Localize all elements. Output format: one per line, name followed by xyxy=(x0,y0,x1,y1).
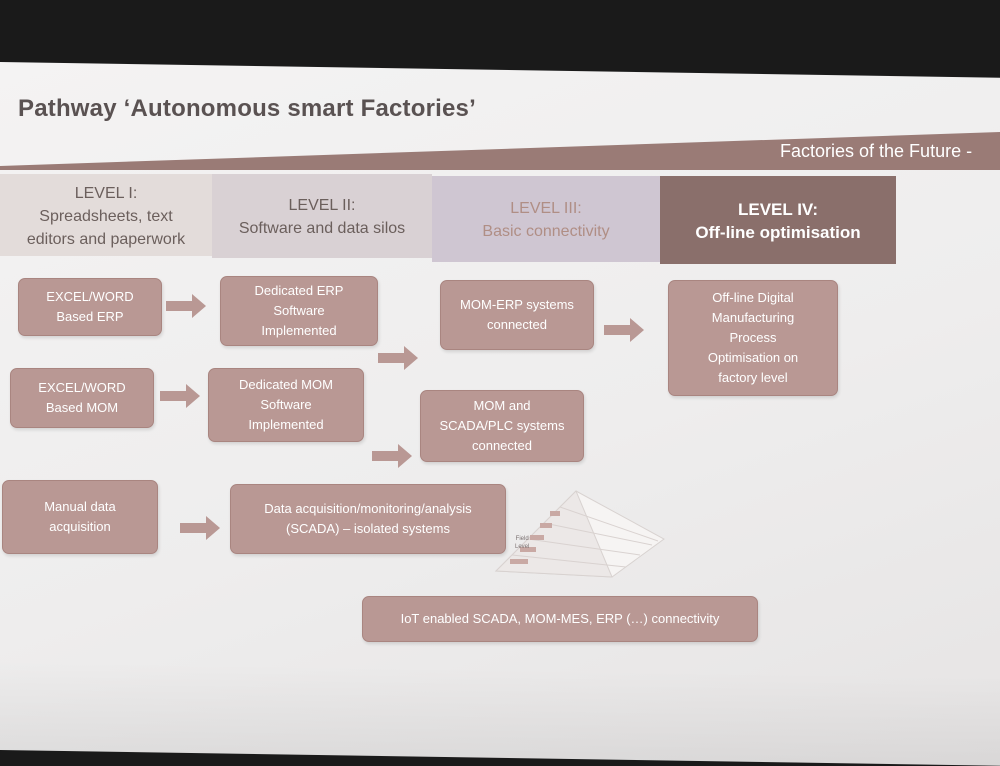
offline-line-2: Manufacturing xyxy=(711,310,795,325)
pyramid-label-line-2: Level xyxy=(515,544,530,550)
manual-data-box: Manual data acquisition xyxy=(2,480,158,554)
scada-line-1: Data acquisition/monitoring/analysis xyxy=(264,501,472,516)
pyramid-label: Field Level xyxy=(515,535,529,551)
mom-sw-line-3: Implemented xyxy=(248,417,324,432)
mom-scada-line-1: MOM and xyxy=(473,398,531,413)
dedicated-mom-box: Dedicated MOM Software Implemented xyxy=(208,368,364,442)
erp-sw-line-3: Implemented xyxy=(261,323,337,338)
mom-erp-line-2: connected xyxy=(486,317,547,332)
offline-line-4: Optimisation on xyxy=(707,350,799,365)
level-2-header: LEVEL II: Software and data silos xyxy=(212,174,432,258)
offline-line-3: Process xyxy=(729,330,777,345)
level-2-line-1: Software and data silos xyxy=(238,220,406,237)
arrow-right-icon xyxy=(372,444,412,468)
level-1-title: LEVEL I: xyxy=(74,184,138,202)
level-3-header: LEVEL III: Basic connectivity xyxy=(432,176,660,262)
excel-erp-line-1: EXCEL/WORD xyxy=(46,289,134,304)
scada-line-2: (SCADA) – isolated systems xyxy=(285,521,450,536)
offline-line-1: Off-line Digital xyxy=(712,290,794,305)
excel-erp-line-2: Based ERP xyxy=(56,309,124,324)
pyramid-label-line-1: Field xyxy=(515,536,529,542)
automation-pyramid-icon xyxy=(494,490,665,578)
mom-erp-box: MOM-ERP systems connected xyxy=(440,280,594,350)
arrow-right-icon xyxy=(180,516,220,540)
offline-optimisation-box: Off-line Digital Manufacturing Process O… xyxy=(668,280,838,396)
level-4-header: LEVEL IV: Off-line optimisation xyxy=(660,176,896,264)
mom-erp-line-1: MOM-ERP systems xyxy=(460,297,574,312)
excel-mom-line-1: EXCEL/WORD xyxy=(38,380,126,395)
mom-scada-line-3: connected xyxy=(471,438,532,453)
scada-box: Data acquisition/monitoring/analysis (SC… xyxy=(230,484,506,554)
level-1-header: LEVEL I: Spreadsheets, text editors and … xyxy=(0,174,212,256)
future-banner-label: Factories of the Future - xyxy=(780,141,973,161)
level-1-line-1: Spreadsheets, text xyxy=(39,207,173,225)
iot-line-1: IoT enabled SCADA, MOM-MES, ERP (…) conn… xyxy=(400,611,720,626)
level-1-line-2: editors and paperwork xyxy=(26,230,186,248)
arrow-right-icon xyxy=(160,384,200,408)
excel-mom-line-2: Based MOM xyxy=(45,400,119,415)
mom-sw-line-2: Software xyxy=(260,397,312,412)
dedicated-erp-box: Dedicated ERP Software Implemented xyxy=(220,276,378,346)
level-2-title: LEVEL II: xyxy=(288,197,356,214)
level-3-line-1: Basic connectivity xyxy=(482,223,610,240)
erp-sw-line-2: Software xyxy=(273,303,325,318)
manual-line-2: acquisition xyxy=(49,519,111,534)
mom-scada-line-2: SCADA/PLC systems xyxy=(439,418,565,433)
excel-mom-box: EXCEL/WORD Based MOM xyxy=(10,368,154,428)
slide-title: Pathway ‘Autonomous smart Factories’ xyxy=(18,95,476,122)
level-4-line-1: Off-line optimisation xyxy=(695,223,861,242)
excel-erp-box: EXCEL/WORD Based ERP xyxy=(18,278,162,336)
erp-sw-line-1: Dedicated ERP xyxy=(254,283,344,298)
iot-connectivity-box: IoT enabled SCADA, MOM-MES, ERP (…) conn… xyxy=(362,596,758,642)
mom-sw-line-1: Dedicated MOM xyxy=(239,377,333,392)
arrow-right-icon xyxy=(166,294,206,318)
level-3-title: LEVEL III: xyxy=(510,200,582,217)
offline-line-5: factory level xyxy=(718,370,788,385)
manual-line-1: Manual data xyxy=(44,499,116,514)
arrow-right-icon xyxy=(378,346,418,370)
arrow-right-icon xyxy=(604,318,644,342)
mom-scada-box: MOM and SCADA/PLC systems connected xyxy=(420,390,584,462)
future-wedge xyxy=(0,132,1000,170)
level-4-title: LEVEL IV: xyxy=(738,200,818,219)
